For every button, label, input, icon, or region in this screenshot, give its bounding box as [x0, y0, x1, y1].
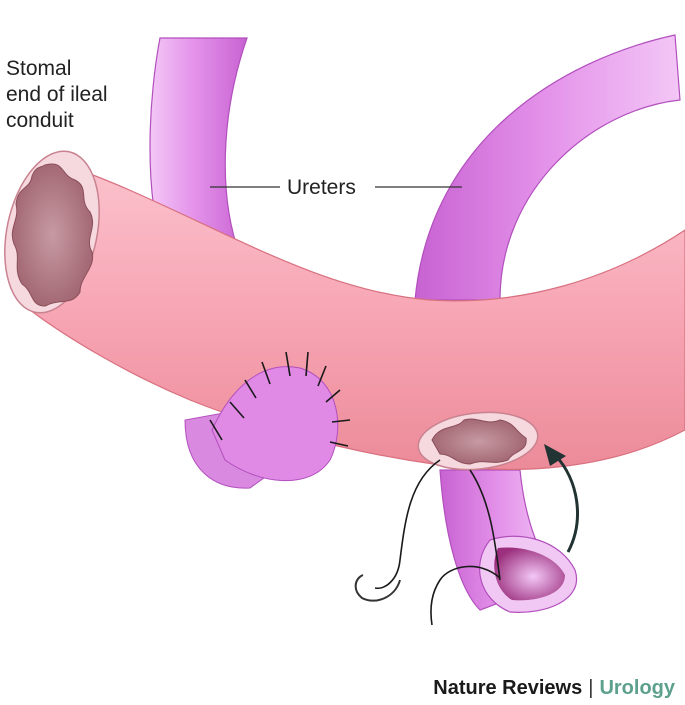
ureters-label: Ureters: [287, 176, 356, 199]
stomal-label-line-1: Stomal: [6, 57, 72, 80]
interrupted-sutures: [209, 351, 351, 447]
credit-separator: |: [588, 677, 594, 699]
journal-credit: Nature Reviews|Urology: [433, 677, 675, 700]
spatulated-ureter-inner: [494, 547, 565, 601]
left-anastomosis-bulge: [211, 366, 339, 482]
curved-needle-icon: [354, 574, 401, 602]
stomal-label-line-3: conduit: [6, 109, 74, 132]
direction-arrow: [554, 454, 579, 553]
publisher-name: Nature Reviews: [433, 677, 583, 699]
stomal-end-lumen: [11, 163, 94, 307]
stomal-end-label: Stomal end of ileal conduit: [6, 56, 176, 134]
arrowhead-icon: [544, 444, 566, 466]
running-suture: [374, 459, 501, 626]
enterotomy-lumen: [431, 418, 527, 465]
journal-name: Urology: [599, 677, 675, 699]
ileal-conduit: [29, 159, 685, 470]
stomal-label-line-2: end of ileal: [6, 83, 108, 106]
